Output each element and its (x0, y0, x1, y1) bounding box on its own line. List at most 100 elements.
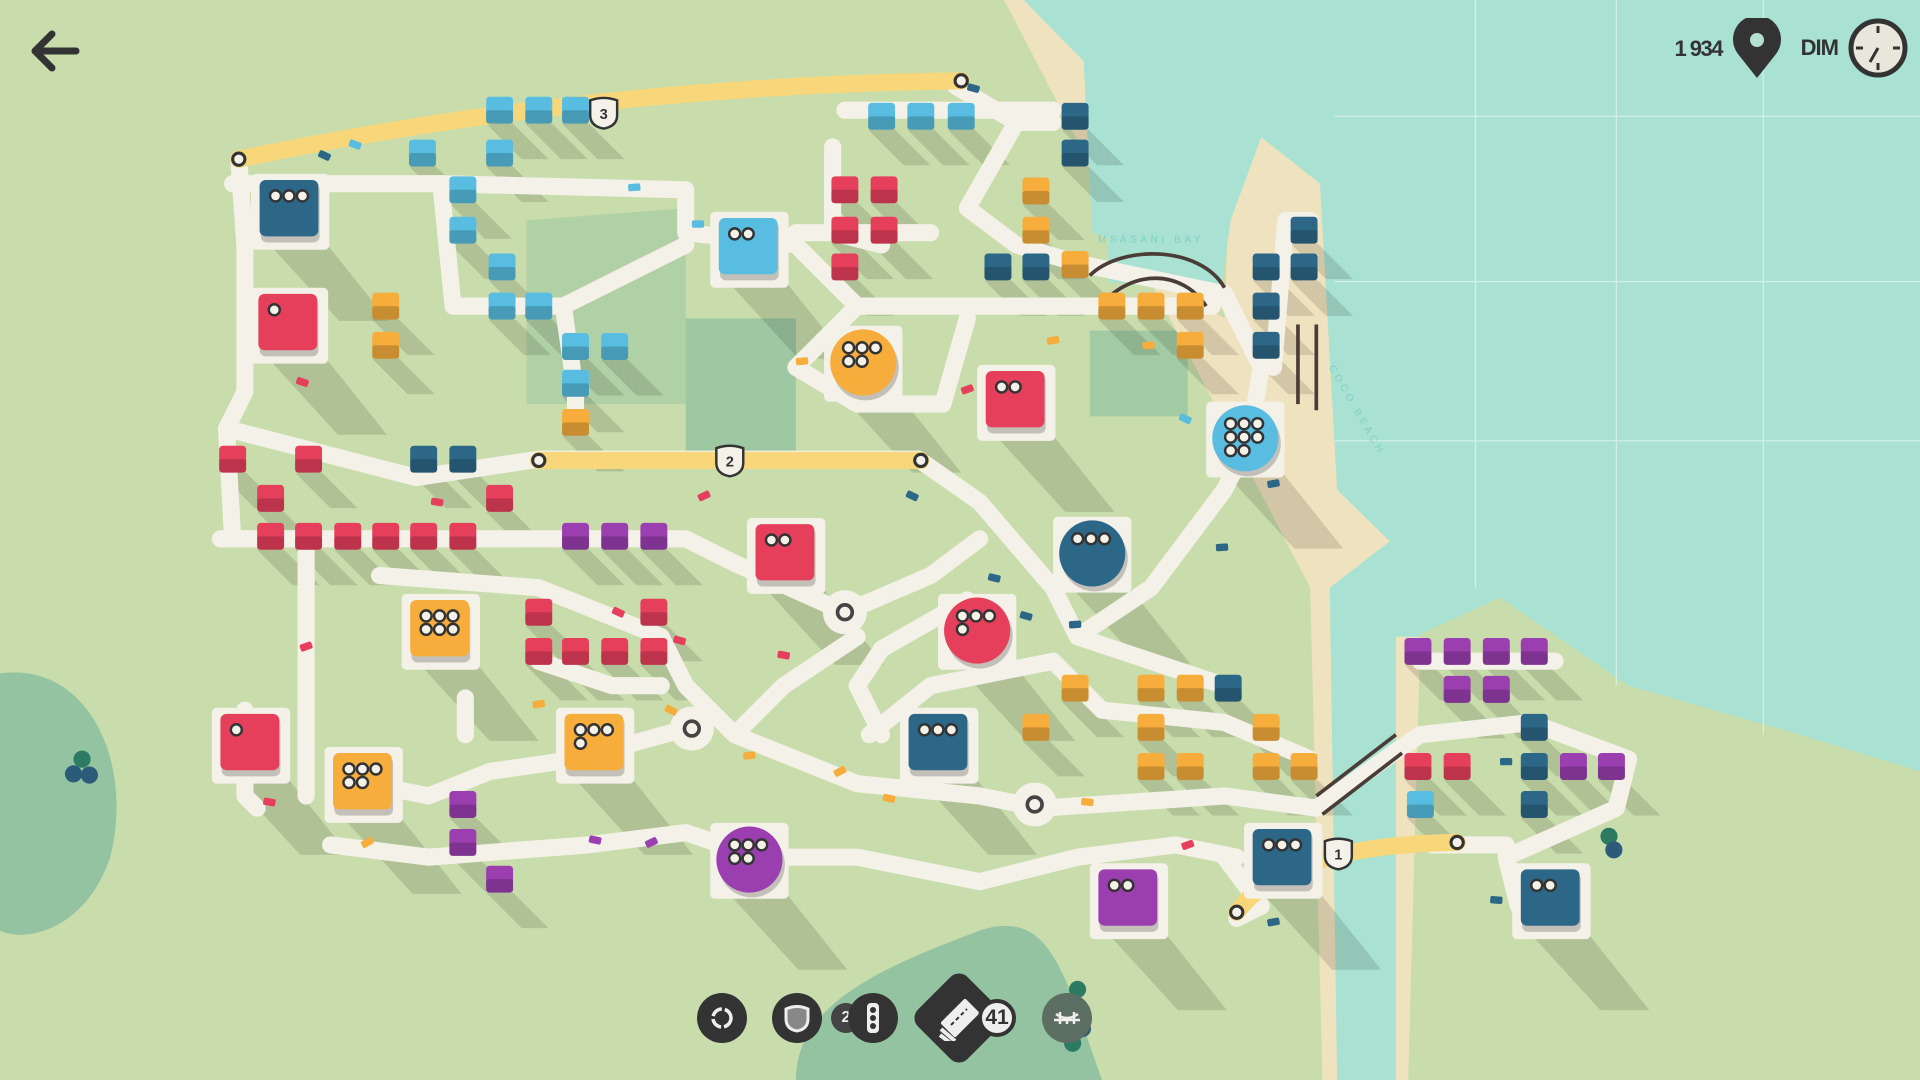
destination-shadow (1522, 924, 1650, 1011)
location-pin-icon (1733, 18, 1781, 78)
house (1443, 637, 1471, 665)
car (1267, 917, 1280, 927)
car (299, 641, 313, 652)
house-front (1022, 230, 1050, 244)
demand-pin-icon (969, 609, 983, 623)
house-front (1252, 345, 1280, 359)
house-front (334, 536, 362, 550)
house (640, 637, 668, 665)
house (1252, 292, 1280, 320)
demand-pin-icon (295, 189, 310, 203)
house-shadow (562, 549, 625, 586)
house-front (831, 189, 859, 204)
house (562, 369, 589, 397)
score-display: 1 934 (1674, 18, 1782, 80)
destination-building (258, 293, 318, 351)
house (562, 333, 589, 360)
house-front (449, 230, 477, 244)
house-front (1597, 766, 1625, 780)
demand-pin-icon (1237, 443, 1251, 458)
motorway-number: 2 (726, 455, 734, 471)
house-front (1252, 266, 1280, 281)
destination-building (259, 180, 319, 237)
car (833, 765, 847, 777)
roundabout (822, 590, 867, 635)
tree (73, 750, 91, 768)
car (360, 836, 374, 849)
house-front (1022, 727, 1050, 741)
destination-building (755, 524, 815, 581)
house (1252, 331, 1280, 359)
road-segment (371, 566, 1325, 817)
house-shadow (525, 123, 588, 160)
bridge-tool[interactable] (1042, 993, 1092, 1043)
traffic-light-icon (867, 1003, 879, 1033)
house (488, 253, 516, 281)
house-front (1176, 345, 1204, 359)
house-front (486, 879, 514, 893)
house-front (1022, 266, 1050, 281)
house (1290, 216, 1318, 244)
roundabout-icon (711, 1007, 733, 1029)
house-front (1520, 651, 1548, 665)
roundabout-center (1025, 795, 1044, 814)
house-front (640, 651, 668, 665)
house (1520, 753, 1548, 780)
demand-pin-icon (1008, 380, 1022, 394)
roundabout-tool[interactable] (697, 993, 747, 1043)
house (1520, 713, 1548, 741)
car (1019, 611, 1033, 621)
demand-pin-icon (868, 341, 883, 355)
destination-building (944, 597, 1011, 664)
back-button[interactable] (26, 26, 82, 76)
house-shadow (1176, 358, 1240, 395)
house (525, 96, 553, 124)
demand-pin-icon (1261, 838, 1276, 852)
house (870, 176, 898, 204)
traffic-light-tool[interactable] (848, 993, 898, 1043)
demand-pin-icon (1070, 532, 1085, 546)
house (525, 292, 553, 320)
road-segment (322, 824, 1246, 891)
house-front (562, 536, 589, 550)
car (532, 699, 546, 709)
destination-shadow (260, 235, 389, 321)
house (562, 408, 589, 436)
demand-pin-icon (754, 838, 769, 852)
house (947, 102, 975, 130)
house-front (601, 536, 629, 550)
car (317, 150, 331, 161)
destination-shadow (1099, 924, 1227, 1011)
house (1443, 753, 1471, 780)
house (1061, 251, 1089, 278)
house-front (1137, 688, 1165, 702)
house (449, 828, 477, 856)
house (1098, 292, 1126, 320)
house (449, 791, 477, 818)
house-front (1061, 153, 1089, 167)
house-front (1482, 651, 1510, 665)
house-front (1252, 306, 1280, 320)
house (410, 522, 438, 550)
house-front (486, 153, 514, 167)
house-shadow (372, 319, 435, 356)
demand-pin-icon (741, 227, 755, 241)
house-front (1520, 727, 1548, 741)
destination-building (908, 713, 968, 771)
house-shadow (1061, 129, 1125, 166)
destination-shadow (1215, 462, 1344, 549)
motorway-tool[interactable] (772, 993, 822, 1043)
demand-pin-icon (268, 189, 283, 203)
day-clock[interactable]: DIM (1801, 18, 1908, 78)
house-shadow (907, 129, 970, 166)
road-segment (848, 591, 976, 744)
house-shadow (1404, 780, 1467, 816)
house-shadow (601, 360, 664, 396)
house-front (1176, 306, 1204, 320)
house-front (449, 536, 477, 550)
destination-building (1098, 869, 1158, 926)
house-front (601, 651, 629, 665)
demand-pin-icon (727, 851, 742, 866)
motorway-endpoint (953, 73, 969, 89)
